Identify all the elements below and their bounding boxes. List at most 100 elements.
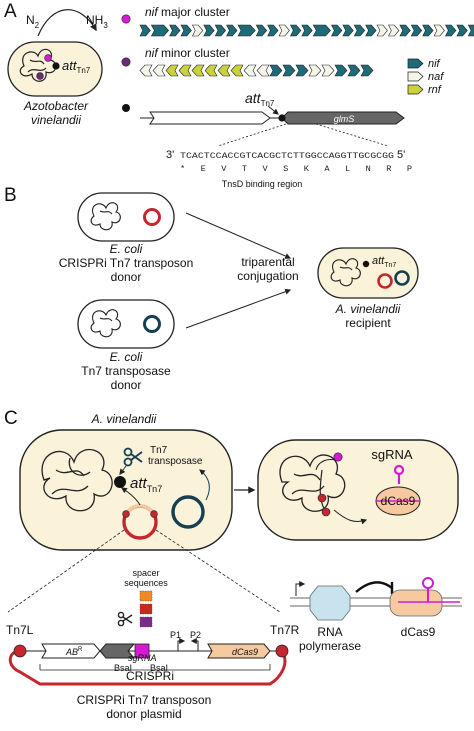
- transposase-plasmid-ring: [143, 315, 161, 333]
- transposase-pointer: [119, 465, 127, 475]
- zoom-dash-right: [315, 123, 389, 147]
- panel-label-b: B: [4, 185, 17, 206]
- dcas9-complex-shape: [389, 589, 443, 617]
- tn7l-label: Tn7L: [6, 623, 34, 637]
- upstream-gene-arrow: [149, 111, 271, 125]
- nif-major-gene: [191, 24, 204, 37]
- dcas9-label: dCas9: [381, 494, 416, 508]
- legend-rnf-swatch: [407, 84, 424, 95]
- cell-att-label: attTn7: [62, 58, 91, 75]
- tn7r-end: [275, 644, 289, 658]
- panel-label-c: C: [4, 408, 18, 429]
- nif-minor-title: nif minor cluster: [145, 46, 230, 60]
- recipient-att-dot: [362, 260, 370, 268]
- nif-major-gene: [214, 24, 227, 37]
- c-tn7l-end: [122, 510, 130, 518]
- c-integrated-tn7r: [321, 507, 331, 517]
- nif-major-gene: [278, 24, 290, 37]
- minor-cluster-dot: [121, 57, 131, 67]
- nif-major-gene: [289, 24, 302, 37]
- recipient-chromosome: [330, 258, 361, 287]
- nif-major-gene: [301, 24, 313, 37]
- nif-major-gene: [422, 24, 434, 37]
- glms-label: glmS: [334, 114, 355, 124]
- nif-major-gene: [456, 24, 468, 37]
- nh3-label: NH3: [86, 13, 108, 30]
- c-cell-title: A. vinelandii: [91, 412, 157, 426]
- recipient-role: recipient: [345, 316, 391, 330]
- spacer-label-line2: sequences: [124, 578, 168, 588]
- nif-minor-gene: [347, 64, 361, 77]
- nif-major-gene: [445, 24, 457, 37]
- nif-minor-gene: [334, 64, 348, 77]
- nif-major-gene: [237, 24, 256, 37]
- abr-gene: [41, 643, 101, 659]
- sgrna-label: sgRNA: [371, 447, 413, 462]
- bsai-site-2: BsaI: [150, 663, 168, 673]
- transposase-expression-arrow: [199, 469, 210, 501]
- nif-minor-gene: [295, 64, 309, 77]
- c-result-cell: [257, 439, 459, 541]
- target-promoter-arrow: [295, 581, 306, 596]
- p2-label: P2: [190, 630, 201, 640]
- nif-major-gene: [226, 24, 238, 37]
- nif-major-gene: [255, 24, 268, 37]
- donor1-desc: CRISPRi Tn7 transposon: [59, 256, 194, 270]
- nif-minor-gene-track: [139, 64, 374, 77]
- integration-arrow: [121, 487, 141, 506]
- nitrogen-fixation-arrow: [37, 9, 97, 37]
- c-result-chromosome: [279, 454, 346, 512]
- nif-major-gene: [365, 24, 377, 37]
- legend-nif-label: nif: [428, 58, 441, 70]
- major-cluster-dot: [121, 14, 131, 24]
- organism-name-line2: vinelandii: [31, 113, 81, 127]
- nif-major-title: nif major cluster: [145, 5, 230, 19]
- nif-minor-gene: [217, 64, 231, 77]
- legend-naf-label: naf: [428, 71, 444, 83]
- spacer-purple: [139, 616, 153, 628]
- tn7l-end: [13, 644, 27, 658]
- c-tn7r-end: [150, 510, 158, 518]
- rnap-label-line1: RNA: [317, 625, 342, 639]
- nif-minor-gene: [243, 64, 257, 77]
- c-sgrna-transcript: [315, 459, 337, 471]
- scissors-icon: [123, 447, 143, 467]
- nif-minor-gene: [139, 64, 153, 77]
- dcas9-gene: [207, 643, 271, 659]
- nif-major-gene: [342, 24, 354, 37]
- c-dcas9-expression-arrow: [333, 509, 368, 525]
- legend-naf-swatch: [407, 71, 424, 82]
- plasmid-title-line1: CRISPRi Tn7 transposon: [77, 693, 212, 707]
- recipient-crispri-plasmid: [377, 273, 393, 289]
- c-target-locus-dot: [333, 452, 343, 462]
- panel-label-a: A: [4, 1, 17, 22]
- magenta-locus-dot: [44, 54, 52, 62]
- nif-major-gene: [331, 24, 343, 37]
- plasmid-backbone: [8, 649, 287, 686]
- legend-rnf-label: rnf: [428, 84, 442, 96]
- att-site-dot: [122, 104, 130, 112]
- rna-polymerase-shape: [309, 585, 351, 621]
- nif-major-gene: [433, 24, 445, 37]
- att-site-label: attTn7: [245, 90, 275, 108]
- recipient-species: A. vinelandii: [335, 302, 401, 316]
- donor2-species: E. coli: [110, 350, 143, 364]
- nif-minor-gene: [191, 64, 205, 77]
- repression-tbar: [355, 581, 393, 593]
- nif-major-gene: [399, 24, 411, 37]
- nif-major-gene: [353, 24, 366, 37]
- legend-nif-swatch: [407, 58, 424, 69]
- c-integrated-tn7l: [317, 493, 327, 503]
- att-pointer-arrow: [267, 105, 279, 115]
- dna-sequence: TCACTCCACCGTCACGCTCTTGGCCAGGTTGCGCGG: [180, 151, 394, 161]
- bsai-site-1: BsaI: [114, 663, 132, 673]
- crispri-blocking-schematic: [290, 577, 462, 621]
- c-att-dot: [114, 476, 126, 488]
- sgrna-hairpin-icon: [393, 464, 405, 484]
- nif-major-gene: [467, 24, 474, 37]
- bsai-scissors-icon: [117, 611, 133, 627]
- rnap-label-line2: polymerase: [299, 639, 361, 653]
- dcas9-gene-label: dCas9: [232, 647, 258, 657]
- spacer-orange: [139, 590, 153, 602]
